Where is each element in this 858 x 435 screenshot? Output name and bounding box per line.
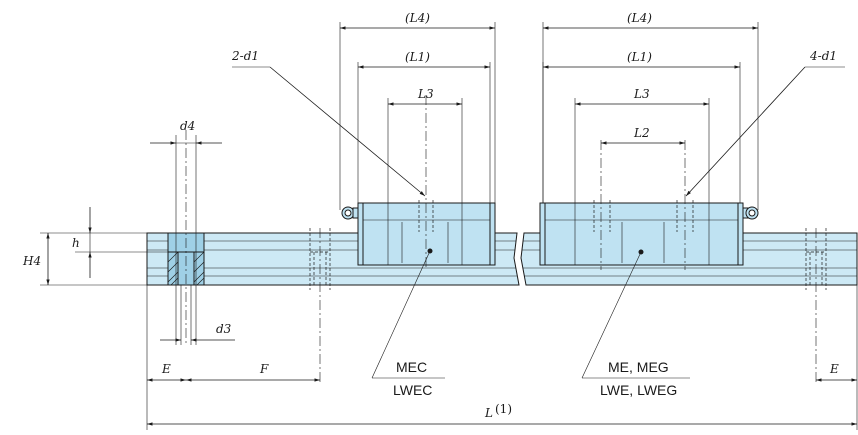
label-l4-left: (L4): [405, 11, 430, 25]
model-labels: MEC LWEC ME, MEG LWE, LWEG: [393, 359, 677, 398]
label-holes-left: 2-d1: [231, 49, 259, 63]
label-h4: H4: [22, 254, 41, 268]
label-holes-right: 4-d1: [809, 49, 837, 63]
label-l2-right: L2: [633, 126, 650, 140]
leader-lines: [232, 66, 845, 379]
label-l-note: (1): [495, 402, 512, 416]
dimension-labels: (L4) (L1) L3 (L4) (L1) L3 L2 2-d1 4-d1 d…: [22, 11, 839, 420]
label-h: h: [72, 236, 80, 250]
model-lwe-lweg: LWE, LWEG: [600, 382, 677, 398]
dimension-lines: [46, 26, 857, 426]
center-lines: [185, 95, 817, 385]
block-long: [539, 200, 759, 266]
label-e-left: E: [161, 362, 171, 376]
label-f: F: [259, 362, 269, 376]
model-mec: MEC: [396, 359, 427, 375]
label-l3-left: L3: [417, 87, 434, 101]
label-d3: d3: [216, 322, 232, 336]
label-d4: d4: [180, 119, 195, 133]
model-lwec: LWEC: [393, 382, 432, 398]
label-l1-right: (L1): [627, 50, 652, 64]
extension-lines: [40, 22, 858, 430]
label-l3-right: L3: [633, 87, 650, 101]
label-l-total: L: [484, 406, 493, 420]
block-short: [341, 200, 496, 266]
rail: [146, 228, 858, 290]
label-e-right: E: [829, 362, 839, 376]
model-me-meg: ME, MEG: [608, 359, 669, 375]
rail-hidden-hole-left: [309, 228, 331, 290]
label-l1-left: (L1): [405, 50, 430, 64]
label-l4-right: (L4): [627, 11, 652, 25]
